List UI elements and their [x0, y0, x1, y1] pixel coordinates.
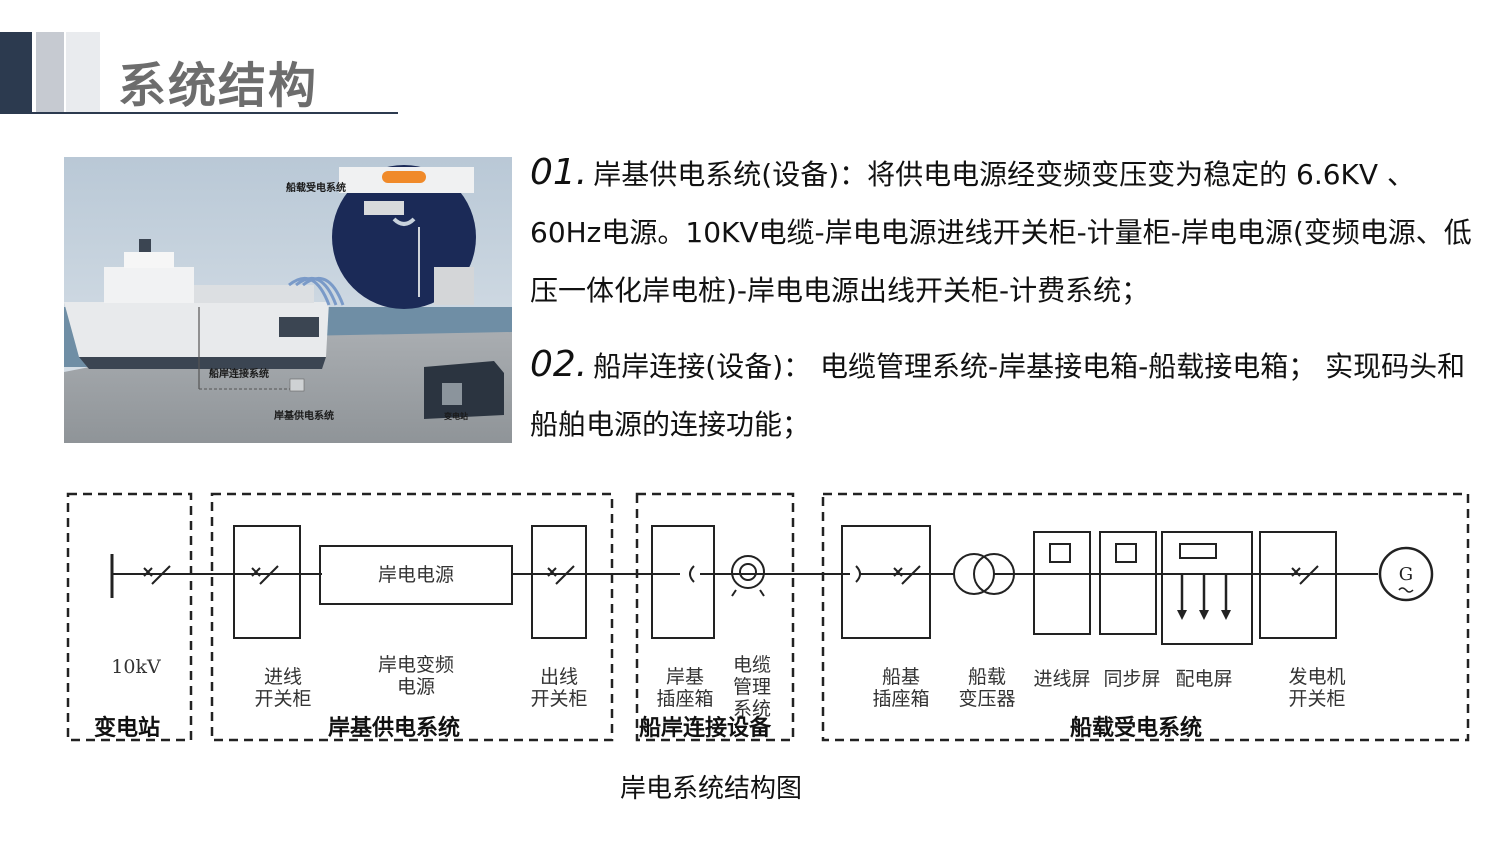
- incoming-label-line2: 开关柜: [254, 688, 312, 710]
- ship-socket-box: [841, 525, 931, 639]
- cable-mgmt-label-line2: 管理: [732, 676, 771, 698]
- converter-label-line2: 电源: [396, 676, 435, 698]
- header-accent-dark: [0, 32, 32, 114]
- photo-label-ship: 船载受电系统: [286, 181, 346, 194]
- ship-transformer-label-line2: 变压器: [958, 688, 1016, 710]
- generator-label-line1: 发电机: [1288, 666, 1346, 688]
- generator-letter: G: [1399, 564, 1413, 585]
- ship-socket-label-line2: 插座箱: [872, 688, 930, 710]
- ship-transformer-label: 船载 变压器: [942, 666, 1032, 710]
- shore-power-one-line-diagram: G 岸电电源 10kV 进线 开关柜 岸电变频 电源 出线 开关柜 岸基 插座箱…: [60, 486, 1480, 750]
- generator-label-line2: 开关柜: [1288, 688, 1346, 710]
- shore-socket-label-line1: 岸基: [665, 666, 704, 688]
- shore-socket-box: [651, 525, 715, 639]
- shore-socket-label-line2: 插座箱: [656, 688, 714, 710]
- point-1-number: 01.: [530, 152, 588, 193]
- cable-mgmt-label-line1: 电缆: [732, 654, 771, 676]
- group-label-substation: 变电站: [94, 716, 161, 741]
- point-1: 01.岸基供电系统(设备)：将供电电源经变频变压变为稳定的 6.6KV 、60H…: [530, 144, 1480, 320]
- converter-label-line1: 岸电变频: [377, 654, 454, 676]
- photo-label-shore: 岸基供电系统: [274, 409, 334, 422]
- cable-mgmt-label: 电缆 管理 系统: [724, 654, 780, 720]
- shore-power-box-label: 岸电电源: [378, 564, 454, 586]
- page-title: 系统结构: [118, 58, 319, 114]
- group-label-shore-supply: 岸基供电系统: [328, 716, 461, 741]
- cable-mgmt-label-line3: 系统: [732, 698, 771, 720]
- shore-power-illustration: 船载受电系统 船岸连接系统 岸基供电系统 变电站: [64, 157, 512, 443]
- outgoing-switchgear-box: [531, 525, 587, 639]
- group-label-ship-shore: 船岸连接设备: [639, 716, 772, 741]
- sync-panel-label: 同步屏: [1103, 668, 1161, 690]
- incoming-panel-label: 进线屏: [1033, 668, 1091, 690]
- group-box-ship-shore: [635, 492, 795, 742]
- header-accent-light: [66, 32, 100, 114]
- generator-switchgear-box: [1259, 531, 1337, 639]
- group-box-substation: [66, 492, 193, 742]
- photo-label-substation: 变电站: [444, 411, 468, 421]
- illustration-graphic: 船载受电系统 船岸连接系统 岸基供电系统 变电站: [64, 157, 512, 443]
- diagram-graphic: G 岸电电源: [66, 492, 1470, 742]
- shore-socket-label: 岸基 插座箱: [640, 666, 730, 710]
- incoming-label-line1: 进线: [263, 666, 302, 688]
- sync-panel-box: [1099, 531, 1157, 635]
- photo-label-connection: 船岸连接系统: [209, 367, 269, 380]
- incoming-switchgear-box: [233, 525, 301, 639]
- outgoing-label-line2: 开关柜: [530, 688, 588, 710]
- generator-switchgear-label: 发电机 开关柜: [1272, 666, 1362, 710]
- ship-socket-label-line1: 船基: [881, 666, 920, 688]
- distribution-panel-box: [1161, 531, 1253, 645]
- voltage-label: 10kV: [111, 656, 161, 678]
- ship-transformer-label-line1: 船载: [967, 666, 1006, 688]
- diagram-caption: 岸电系统结构图: [620, 774, 803, 804]
- distribution-panel-label: 配电屏: [1175, 668, 1233, 690]
- header-accent-mid: [36, 32, 64, 114]
- header-underline: [0, 112, 398, 114]
- point-1-text: 岸基供电系统(设备)：将供电电源经变频变压变为稳定的 6.6KV 、60Hz电源…: [530, 158, 1472, 307]
- converter-label: 岸电变频 电源: [360, 654, 472, 698]
- generator-symbol: [1378, 546, 1434, 602]
- ship-socket-label: 船基 插座箱: [856, 666, 946, 710]
- point-2-number: 02.: [530, 344, 588, 385]
- incoming-panel-box: [1033, 531, 1091, 635]
- point-2-text: 船岸连接(设备)： 电缆管理系统-岸基接电箱-船载接电箱； 实现码头和船舶电源的…: [530, 350, 1466, 441]
- outgoing-switchgear-label: 出线 开关柜: [514, 666, 604, 710]
- group-box-shore-supply: [210, 492, 614, 742]
- point-2: 02.船岸连接(设备)： 电缆管理系统-岸基接电箱-船载接电箱； 实现码头和船舶…: [530, 336, 1480, 454]
- group-label-ship-receive: 船载受电系统: [1070, 716, 1203, 741]
- group-box-ship-receive: [821, 492, 1470, 742]
- incoming-switchgear-label: 进线 开关柜: [238, 666, 328, 710]
- outgoing-label-line1: 出线: [539, 666, 578, 688]
